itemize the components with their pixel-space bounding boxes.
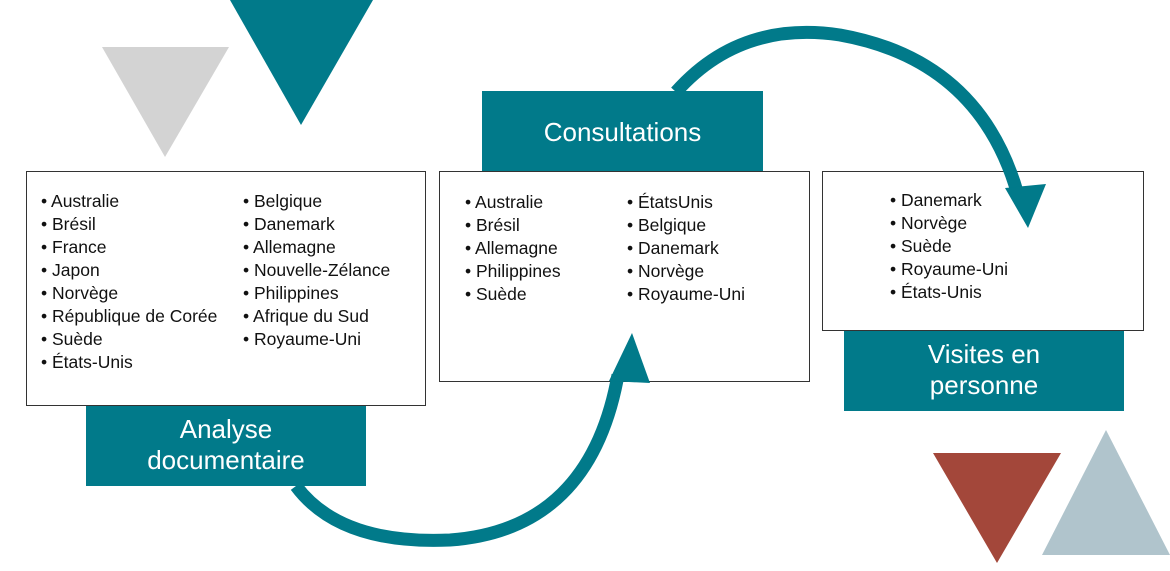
- country-list: ÉtatsUnis Belgique Danemark Norvège Roya…: [627, 191, 745, 306]
- country-list: Australie Brésil Allemagne Philippines S…: [465, 191, 561, 306]
- list-item: Danemark: [243, 213, 390, 236]
- list-item: Philippines: [243, 282, 390, 305]
- list-item: Danemark: [890, 189, 1008, 212]
- stage-title-line: Visites en: [927, 338, 1041, 369]
- list-item: Royaume-Uni: [890, 258, 1008, 281]
- list-item: Australie: [465, 191, 561, 214]
- list-item: Allemagne: [243, 236, 390, 259]
- list-item: Afrique du Sud: [243, 305, 390, 328]
- list-item: Suède: [465, 283, 561, 306]
- list-item: Philippines: [465, 260, 561, 283]
- list-item: Nouvelle-Zélance: [243, 259, 390, 282]
- list-item: ÉtatsUnis: [627, 191, 745, 214]
- list-item: Brésil: [465, 214, 561, 237]
- visites-box: Danemark Norvège Suède Royaume-Uni États…: [822, 171, 1144, 331]
- stage-title: Consultations: [543, 116, 702, 147]
- list-item: Australie: [41, 190, 217, 213]
- list-item: France: [41, 236, 217, 259]
- country-list: Australie Brésil France Japon Norvège Ré…: [41, 190, 217, 374]
- list-item: Norvège: [627, 260, 745, 283]
- list-item: Danemark: [627, 237, 745, 260]
- list-item: Norvège: [41, 282, 217, 305]
- lightblue-triangle-up: [1042, 430, 1170, 555]
- teal-triangle-down: [230, 0, 373, 125]
- stage-title: Analyse documentaire: [147, 413, 305, 475]
- stage-label-analyse: Analyse documentaire: [86, 403, 366, 486]
- consultations-box: Australie Brésil Allemagne Philippines S…: [439, 171, 810, 382]
- red-triangle-down: [933, 453, 1061, 563]
- stage-label-visites: Visites en personne: [844, 328, 1124, 411]
- list-item: Norvège: [890, 212, 1008, 235]
- list-item: Suède: [890, 235, 1008, 258]
- list-item: Suède: [41, 328, 217, 351]
- country-list: Belgique Danemark Allemagne Nouvelle-Zél…: [243, 190, 390, 351]
- list-item: République de Corée: [41, 305, 217, 328]
- list-item: Japon: [41, 259, 217, 282]
- stage-title-line: personne: [929, 369, 1039, 400]
- list-item: Allemagne: [465, 237, 561, 260]
- analyse-box: Australie Brésil France Japon Norvège Ré…: [26, 171, 426, 406]
- stage-label-consultations: Consultations: [482, 91, 763, 173]
- list-item: Brésil: [41, 213, 217, 236]
- list-item: États-Unis: [41, 351, 217, 374]
- list-item: Royaume-Uni: [243, 328, 390, 351]
- gray-triangle-down: [102, 47, 229, 157]
- list-item: Belgique: [243, 190, 390, 213]
- list-item: États-Unis: [890, 281, 1008, 304]
- list-item: Belgique: [627, 214, 745, 237]
- country-list: Danemark Norvège Suède Royaume-Uni États…: [890, 189, 1008, 304]
- list-item: Royaume-Uni: [627, 283, 745, 306]
